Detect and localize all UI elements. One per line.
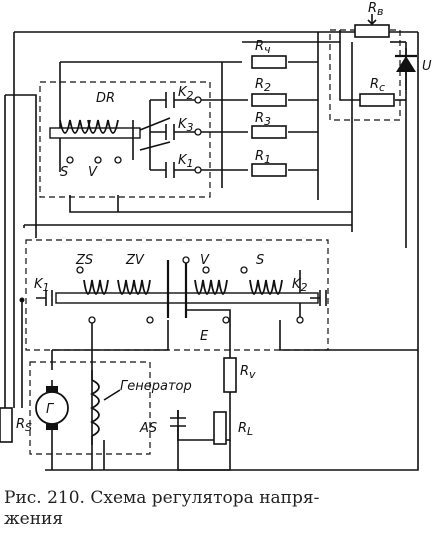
label-v-top: V xyxy=(88,165,98,180)
label-rs: RS xyxy=(16,417,32,434)
label-k2-mid: K2 xyxy=(292,277,308,294)
label-r3: R3 xyxy=(255,111,271,128)
labels: Rв Rч R2 R3 R1 Rc U DR K2 K3 K1 S V ZS Z… xyxy=(16,1,432,438)
label-rb: Rв xyxy=(368,1,384,18)
relay-dr xyxy=(49,117,171,164)
figure-caption: Рис. 210. Схема регулятора напря- жения xyxy=(4,488,444,530)
label-zv: ZV xyxy=(125,253,145,268)
label-e: E xyxy=(200,329,209,344)
label-rc: Rc xyxy=(370,77,385,94)
contacts-as xyxy=(170,410,210,441)
label-v-mid: V xyxy=(200,253,210,268)
resistor-rv xyxy=(223,357,237,393)
label-u: U xyxy=(422,59,432,74)
caption-line-2: жения xyxy=(4,509,64,529)
label-k2-top: K2 xyxy=(178,85,194,102)
label-r1: R1 xyxy=(255,149,271,166)
resistor-rc xyxy=(359,93,395,107)
generator xyxy=(35,370,121,445)
label-r4: Rч xyxy=(255,39,271,56)
label-dr: DR xyxy=(96,91,115,106)
resistor-r4 xyxy=(251,55,287,69)
label-r2: R2 xyxy=(255,77,271,94)
label-k3: K3 xyxy=(178,117,194,134)
label-as: AS xyxy=(139,421,157,436)
label-s-mid: S xyxy=(256,253,264,268)
potentiometer-rb xyxy=(354,14,390,38)
zener-diode-u xyxy=(395,48,417,90)
label-s-top: S xyxy=(60,165,68,180)
label-zs: ZS xyxy=(75,253,93,268)
resistor-r3 xyxy=(251,125,287,139)
voltage-regulator-circuit-diagram: Rв Rч R2 R3 R1 Rc U DR K2 K3 K1 S V ZS Z… xyxy=(0,1,432,471)
resistor-rs xyxy=(0,407,13,443)
label-rv: Rv xyxy=(240,364,256,381)
label-rl: RL xyxy=(238,421,253,438)
contacts-top xyxy=(149,92,202,178)
regulator-relay xyxy=(19,256,327,324)
resistor-r2 xyxy=(251,93,287,107)
label-generator: Генератор xyxy=(120,379,192,394)
resistor-r1 xyxy=(251,163,287,177)
label-generator-symbol: Г xyxy=(46,402,55,417)
dashed-enclosures xyxy=(25,29,401,455)
caption-line-1: Рис. 210. Схема регулятора напря- xyxy=(4,488,320,508)
label-k1-top: K1 xyxy=(178,153,194,170)
label-k1-mid: K1 xyxy=(34,277,50,294)
resistor-rl xyxy=(213,411,227,445)
